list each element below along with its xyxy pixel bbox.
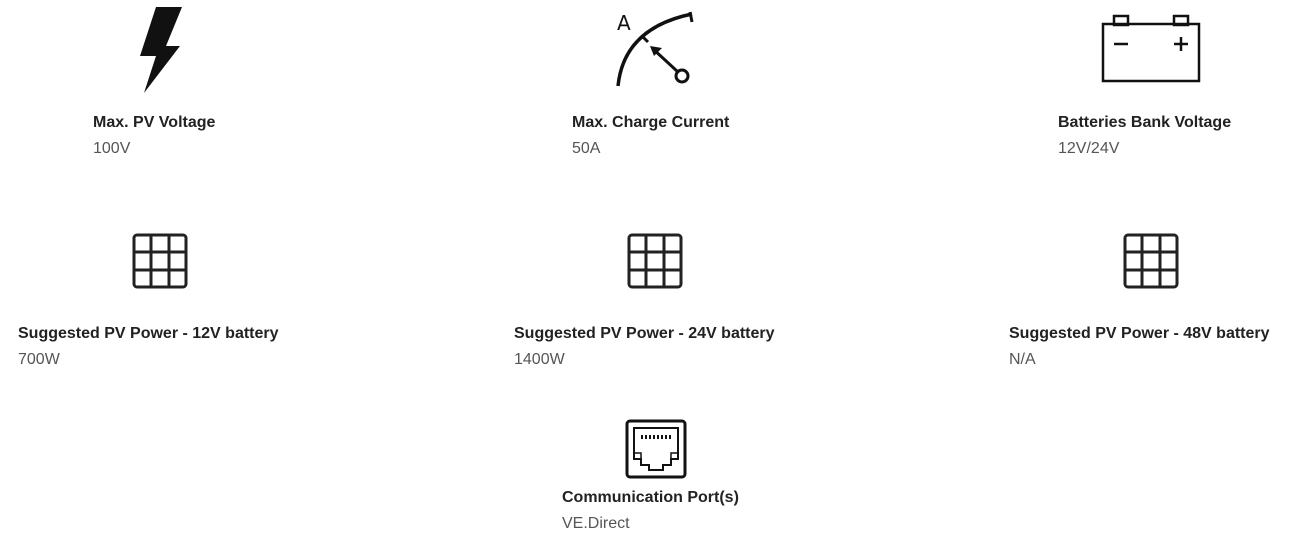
spec-value: 1400W [514, 351, 565, 368]
spec-value: 100V [93, 140, 131, 157]
lightning-icon [140, 7, 182, 93]
spec-title: Communication Port(s) [562, 489, 739, 506]
spec-title: Max. Charge Current [572, 114, 730, 131]
solar-panel-icon [627, 233, 683, 289]
solar-panel-icon [132, 233, 188, 289]
spec-title: Max. PV Voltage [93, 114, 216, 131]
spec-title: Suggested PV Power - 24V battery [514, 325, 775, 342]
spec-title: Batteries Bank Voltage [1058, 114, 1232, 131]
battery-icon [1101, 14, 1201, 83]
spec-value: 12V/24V [1058, 140, 1120, 157]
spec-value: VE.Direct [562, 515, 630, 532]
spec-value: N/A [1009, 351, 1036, 368]
spec-title: Suggested PV Power - 48V battery [1009, 325, 1270, 342]
spec-title: Suggested PV Power - 12V battery [18, 325, 279, 342]
solar-panel-icon [1123, 233, 1179, 289]
ammeter-letter: A [617, 11, 631, 35]
ammeter-icon: A [616, 11, 694, 87]
spec-value: 50A [572, 140, 601, 157]
spec-value: 700W [18, 351, 60, 368]
ethernet-port-icon [625, 419, 687, 479]
